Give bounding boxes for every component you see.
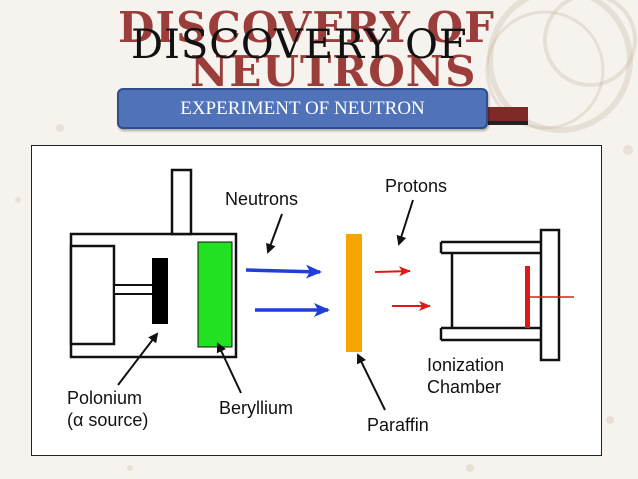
accent-bar <box>488 107 528 121</box>
title-shadow: DISCOVERY OF NEUTRONS <box>118 6 538 94</box>
chamber-plate <box>525 266 530 328</box>
title-shadow-line1: DISCOVERY OF <box>118 3 495 52</box>
pointer-protons <box>396 199 414 246</box>
pointer-beryllium <box>216 342 242 394</box>
ionization-chamber <box>439 228 561 362</box>
label-polonium-line1: Polonium <box>67 388 142 408</box>
page-title: DISCOVERY OF <box>131 22 468 68</box>
label-ionization-chamber: Ionization Chamber <box>427 355 509 397</box>
label-paraffin: Paraffin <box>367 415 429 435</box>
label-ionization-line1: Ionization <box>427 355 504 375</box>
subtitle-banner: EXPERIMENT OF NEUTRON <box>117 88 488 129</box>
accent-bar-shadow <box>488 121 528 125</box>
beryllium-block <box>197 241 233 348</box>
label-neutrons: Neutrons <box>225 189 298 209</box>
label-polonium-line2: (α source) <box>67 410 148 430</box>
pointer-polonium <box>117 332 159 386</box>
title-shadow-line2: NEUTRONS <box>190 47 477 96</box>
pointer-paraffin <box>357 353 386 411</box>
pointer-neutrons <box>266 213 283 254</box>
paraffin-block <box>346 234 362 352</box>
proton-arrow-1 <box>374 266 411 277</box>
label-beryllium: Beryllium <box>219 398 293 418</box>
polonium-block <box>152 258 168 324</box>
label-polonium: Polonium (α source) <box>67 388 148 430</box>
label-protons: Protons <box>385 176 447 196</box>
label-ionization-line2: Chamber <box>427 377 501 397</box>
neutron-arrow-1 <box>245 264 322 279</box>
